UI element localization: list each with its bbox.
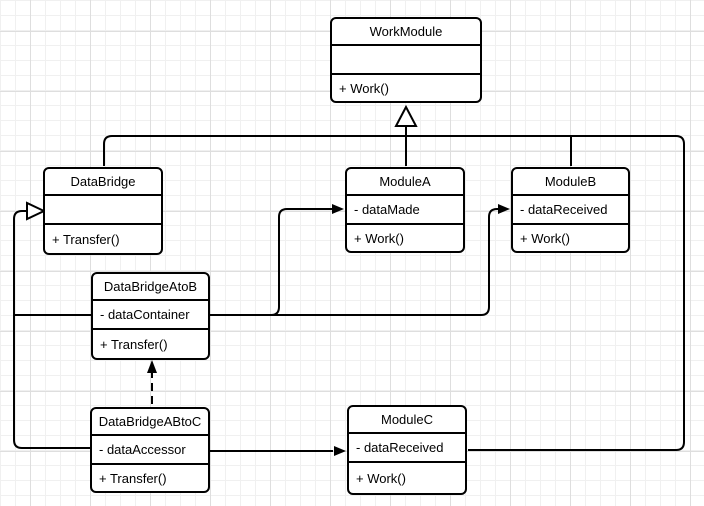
edge-segment	[13, 210, 90, 449]
class-moduleb[interactable]: ModuleB - dataReceived + Work()	[511, 167, 630, 253]
class-modulea[interactable]: ModuleA - dataMade + Work()	[345, 167, 465, 253]
filled-arrowhead-icon	[334, 446, 346, 456]
edge-association-atob-to-modulea[interactable]	[210, 204, 344, 316]
class-methods: + Work()	[332, 73, 480, 101]
class-methods: + Transfer()	[45, 223, 161, 253]
class-title: DataBridgeAtoB	[103, 279, 198, 294]
class-methods: + Transfer()	[93, 328, 208, 358]
class-attributes: - dataMade	[347, 194, 463, 223]
class-methods: + Work()	[349, 461, 465, 493]
edge-segment	[103, 135, 685, 451]
edge-segment	[210, 208, 332, 316]
class-title: ModuleA	[379, 174, 431, 189]
edge-association-abtoc-to-modulec[interactable]	[210, 446, 346, 456]
filled-arrowhead-icon	[498, 204, 510, 214]
class-title: WorkModule	[369, 24, 443, 39]
class-methods: + Work()	[347, 223, 463, 251]
class-attributes: - dataAccessor	[92, 434, 208, 463]
edge-dependency-abtoc-to-atob[interactable]	[147, 360, 157, 404]
class-methods: + Work()	[513, 223, 628, 251]
class-modulec[interactable]: ModuleC - dataReceived + Work()	[347, 405, 467, 495]
class-title: DataBridge	[70, 174, 136, 189]
class-attributes: - dataReceived	[513, 194, 628, 223]
class-attributes: - dataReceived	[349, 432, 465, 461]
filled-arrowhead-icon	[147, 360, 157, 373]
edge-generalization-to-workmodule[interactable]	[103, 104, 685, 451]
class-attributes	[332, 44, 480, 73]
class-attributes: - dataContainer	[93, 299, 208, 328]
class-methods: + Transfer()	[92, 463, 208, 491]
filled-arrowhead-icon	[332, 204, 344, 214]
class-workmodule[interactable]: WorkModule + Work()	[330, 17, 482, 103]
hollow-triangle-arrowhead-icon	[394, 104, 418, 127]
edge-association-atob-to-moduleb[interactable]	[210, 204, 510, 316]
class-title: ModuleC	[380, 412, 434, 427]
class-title: DataBridgeABtoC	[98, 414, 202, 429]
edge-generalization-to-databridge[interactable]	[13, 201, 91, 449]
class-attributes	[45, 194, 161, 223]
class-databridge[interactable]: DataBridge + Transfer()	[43, 167, 163, 255]
class-databridgeatob[interactable]: DataBridgeAtoB - dataContainer + Transfe…	[91, 272, 210, 360]
edge-segment	[210, 208, 498, 316]
class-title: ModuleB	[544, 174, 597, 189]
hollow-triangle-arrowhead-icon	[26, 201, 47, 221]
class-databridgeabtoc[interactable]: DataBridgeABtoC - dataAccessor + Transfe…	[90, 407, 210, 493]
